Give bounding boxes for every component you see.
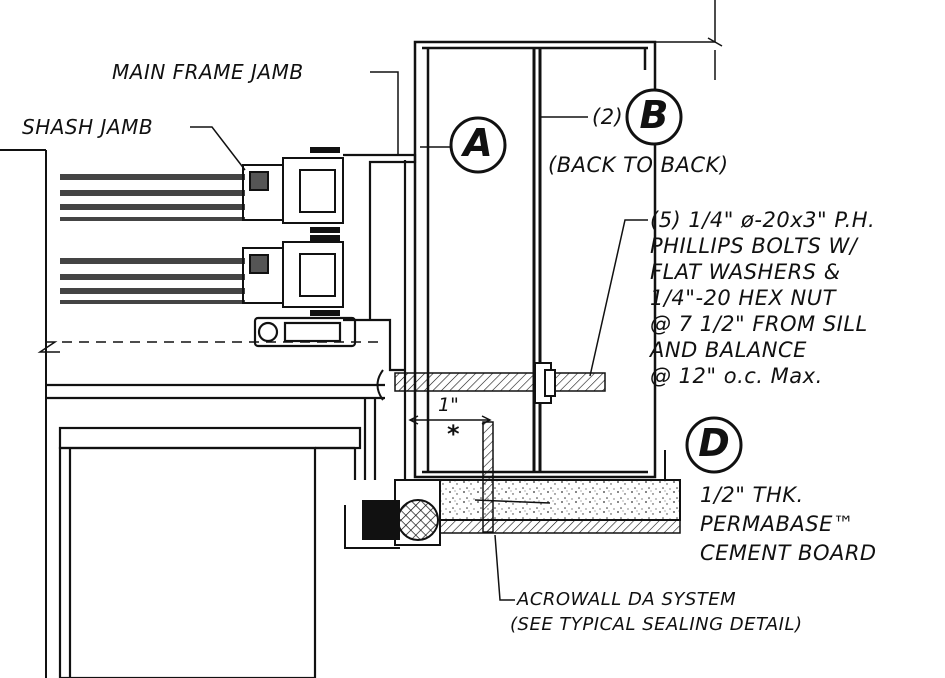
upper-glass-unit xyxy=(60,174,245,221)
tag-a-circle xyxy=(449,116,507,174)
bolt-note-line: FLAT WASHERS & xyxy=(650,260,841,284)
shash-jamb-label: SHASH JAMB xyxy=(22,115,154,139)
tag-b-circle xyxy=(625,88,683,146)
lower-sash-jamb xyxy=(242,235,344,316)
tag-b-prefix: (2) xyxy=(592,105,624,129)
tag-b: B xyxy=(639,93,669,137)
main-frame-jamb-label: MAIN FRAME JAMB xyxy=(112,60,304,84)
tag-d: D xyxy=(698,421,730,465)
seal-assembly xyxy=(344,479,441,549)
permabase-note-line: PERMABASE™ xyxy=(700,512,855,536)
bolt-note-line: PHILLIPS BOLTS W/ xyxy=(650,234,858,258)
tag-a: A xyxy=(463,121,493,165)
bolt-note-line: @ 12" o.c. Max. xyxy=(650,364,823,388)
bolt-note-line: AND BALANCE xyxy=(650,338,807,362)
door-frame xyxy=(46,383,385,678)
back-to-back-label: (BACK TO BACK) xyxy=(548,153,729,177)
permabase-note-line: CEMENT BOARD xyxy=(700,541,877,565)
bolt xyxy=(376,362,606,404)
bolt-note-line: (5) 1/4" ø-20x3" P.H. xyxy=(650,208,876,232)
asterisk-mark: * xyxy=(447,420,460,448)
bolt-note-line: @ 7 1/2" FROM SILL xyxy=(650,312,868,336)
acrowall-note-line: ACROWALL DA SYSTEM xyxy=(517,589,737,610)
lower-glass-unit xyxy=(60,258,245,304)
acrowall-note-line: (SEE TYPICAL SEALING DETAIL) xyxy=(510,614,803,635)
dimension-one-inch-label: 1" xyxy=(438,394,459,416)
permabase-note-line: 1/2" THK. xyxy=(700,483,804,507)
leader-lines xyxy=(190,71,648,601)
tag-d-circle xyxy=(685,416,743,474)
bolt-note-line: 1/4"-20 HEX NUT xyxy=(650,286,836,310)
upper-sash-jamb xyxy=(242,147,344,233)
cement-board xyxy=(439,479,681,534)
